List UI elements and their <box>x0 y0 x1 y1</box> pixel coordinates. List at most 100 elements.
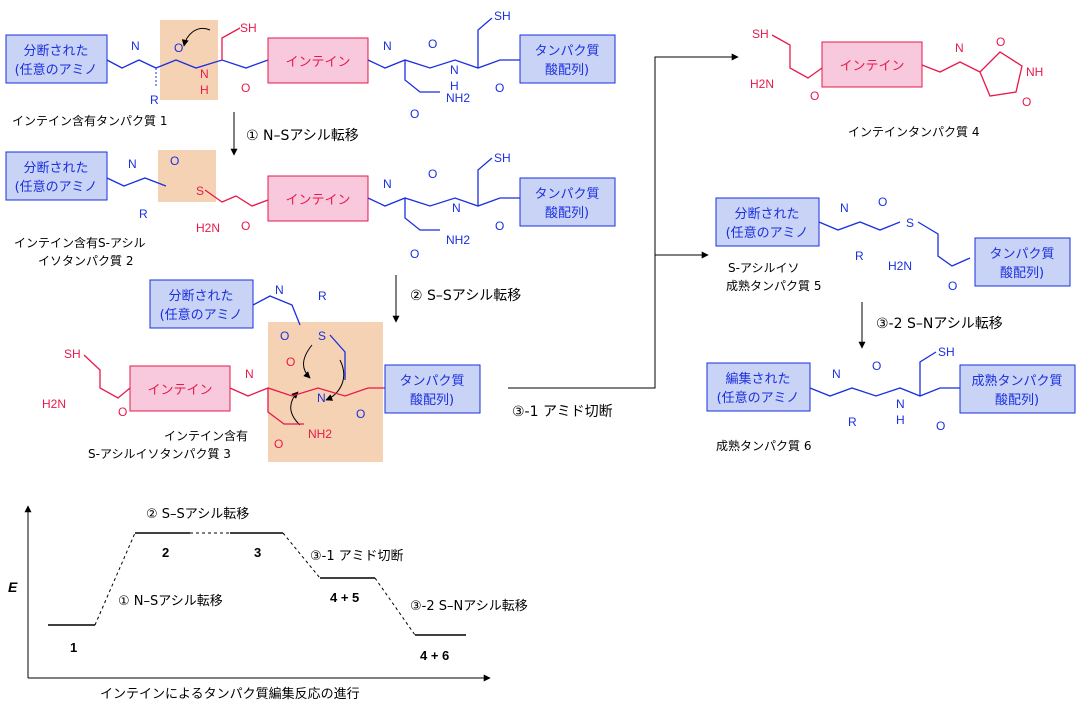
compound-label: インテインタンパク質 4 <box>848 124 979 139</box>
fragment-label-2: (任意のアミノ <box>726 225 809 241</box>
energy-step-label: ① N–Sアシル転移 <box>118 594 223 609</box>
o-atom: O <box>280 329 289 343</box>
sh-atom: SH <box>494 151 511 165</box>
o-atom: O <box>872 359 881 373</box>
fragment-label-2: (任意のアミノ <box>160 307 243 323</box>
compound-label: インテイン含有タンパク質 1 <box>12 113 167 128</box>
x-axis-caption: インテインによるタンパク質編集反応の進行 <box>100 686 360 702</box>
step-label: ③-2 S–Nアシル転移 <box>876 316 1003 332</box>
backbone <box>106 177 167 187</box>
o-atom: O <box>241 81 250 95</box>
step-label: ② S–Sアシル転移 <box>410 288 521 304</box>
o-atom: O <box>410 247 419 261</box>
side-chain <box>221 27 241 60</box>
o-atom: O <box>810 89 819 103</box>
n-atom: N <box>131 39 140 53</box>
o-atom: O <box>170 154 179 168</box>
protein-label-2: 酸配列) <box>1000 266 1044 281</box>
fragment-label-1: 分断された <box>23 161 88 176</box>
rearrangement-highlight <box>268 322 383 462</box>
s-atom: S <box>906 216 914 230</box>
protein-label-1: タンパク質 <box>534 44 599 59</box>
reaction-arrow <box>508 53 739 389</box>
protein-label-1: タンパク質 <box>399 374 464 389</box>
o-atom: O <box>495 219 504 233</box>
nh-atom: NH <box>1026 65 1043 79</box>
compound-label: 成熟タンパク質 5 <box>726 278 821 293</box>
fragment-label-1: 分断された <box>734 207 799 222</box>
compound-label: S-アシルイソタンパク質 3 <box>88 446 231 461</box>
intein-box <box>129 365 231 412</box>
backbone <box>809 387 960 397</box>
s-atom: S <box>196 184 204 198</box>
mature-label-1: 成熟タンパク質 <box>971 373 1062 389</box>
side-chain <box>477 17 493 68</box>
side-chain <box>329 334 346 380</box>
curved-arrow <box>181 28 211 47</box>
sh-atom: SH <box>64 347 81 361</box>
succinimide-ring <box>979 51 1023 97</box>
n-atom: N <box>450 63 459 77</box>
n-atom: N <box>452 201 461 215</box>
step-label: ① N–Sアシル転移 <box>246 128 359 144</box>
protein-label-1: タンパク質 <box>989 247 1054 262</box>
side-chain <box>267 388 304 425</box>
curved-arrow <box>303 344 313 379</box>
compound-label: S-アシルイソ <box>728 261 799 275</box>
compound-label: 成熟タンパク質 6 <box>716 438 811 453</box>
s-atom: S <box>318 329 326 343</box>
protein-box <box>519 177 616 227</box>
fragment-box <box>149 279 254 329</box>
backbone <box>367 59 520 69</box>
backbone <box>83 354 131 399</box>
n-atom: N <box>245 367 254 381</box>
energy-axis-label: E <box>8 579 18 595</box>
h2n-atom: H2N <box>750 77 774 91</box>
nh2-atom: NH2 <box>446 233 470 247</box>
sh-atom: SH <box>494 9 511 23</box>
o-atom: O <box>118 405 127 419</box>
backbone <box>771 34 823 79</box>
n-atom: N <box>383 39 392 53</box>
protein-label-2: 酸配列) <box>410 393 454 408</box>
fragment-box <box>5 34 108 84</box>
r-atom: R <box>848 415 857 429</box>
o-atom: O <box>274 437 283 451</box>
energy-step-label: ② S–Sアシル転移 <box>146 507 249 522</box>
r-atom: R <box>855 249 864 263</box>
intein-box <box>267 175 369 222</box>
level-label: 4 + 5 <box>330 590 359 605</box>
energy-step-label: ③-1 アミド切断 <box>310 549 404 564</box>
r-atom: R <box>318 289 327 303</box>
cleavage-highlight <box>160 20 218 100</box>
h-atom: H <box>200 83 209 97</box>
compound-label: インテイン含有 <box>164 428 248 443</box>
r-atom: R <box>150 93 159 107</box>
step-label: ③-1 アミド切断 <box>512 404 613 420</box>
mature-label-2: 酸配列) <box>995 393 1039 408</box>
intein-label: インテイン <box>285 55 350 70</box>
level-label: 3 <box>254 545 261 560</box>
compound-6: 編集された (任意のアミノ N R O N H SH O 成熟タンパク質 酸配列… <box>706 345 1076 453</box>
energy-diagram: E インテインによるタンパク質編集反応の進行 1 2 3 4 + 5 4 + 6… <box>8 505 528 702</box>
fragment-label-1: 分断された <box>168 289 233 304</box>
h2n-atom: H2N <box>196 221 220 235</box>
n-atom: N <box>832 367 841 381</box>
side-chain <box>919 351 937 396</box>
o-atom: O <box>948 279 957 293</box>
compound-label: インテイン含有S-アシル <box>14 235 145 250</box>
mature-protein-box <box>959 364 1076 414</box>
transition-4 <box>374 577 416 636</box>
o-atom: O <box>495 81 504 95</box>
o-atom: O <box>286 355 295 369</box>
protein-label-2: 酸配列) <box>545 63 589 78</box>
n-atom: N <box>383 177 392 191</box>
level-label: 1 <box>70 640 77 655</box>
n-atom: N <box>840 201 849 215</box>
o-atom: O <box>174 41 183 55</box>
protein-box <box>974 237 1071 287</box>
intein-label: インテイン <box>839 59 904 74</box>
nh2-atom: NH2 <box>308 427 332 441</box>
compound-5: 分断された (任意のアミノ N R O S H2N O タンパク質 酸配列) S… <box>715 195 1071 293</box>
backbone <box>917 221 971 267</box>
